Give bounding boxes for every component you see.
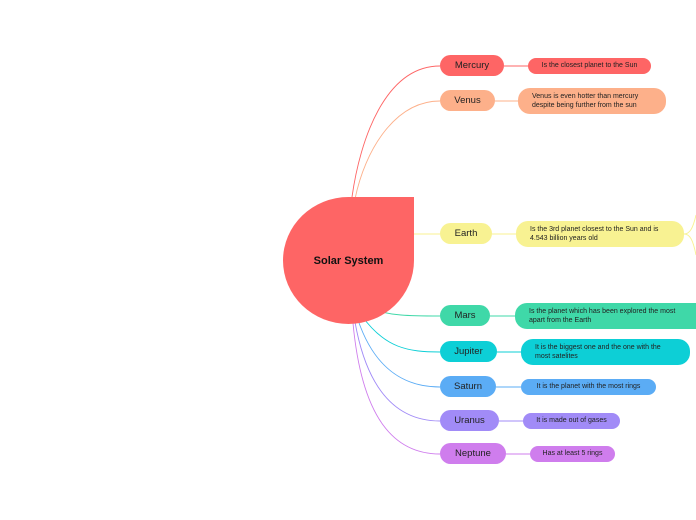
planet-note-mercury[interactable]: Is the closest planet to the Sun [528, 58, 651, 74]
planet-label: Venus [454, 95, 481, 106]
planet-node-saturn[interactable]: Saturn [440, 376, 496, 397]
planet-node-venus[interactable]: Venus [440, 90, 495, 111]
note-text: Has at least 5 rings [542, 450, 603, 458]
planet-note-earth[interactable]: Is the 3rd planet closest to the Sun and… [516, 221, 684, 247]
planet-node-uranus[interactable]: Uranus [440, 410, 499, 431]
connector-earth-offscreen-2 [683, 233, 696, 256]
planet-label: Saturn [454, 381, 482, 392]
planet-note-saturn[interactable]: It is the planet with the most rings [521, 379, 656, 395]
planet-node-jupiter[interactable]: Jupiter [440, 341, 497, 362]
planet-label: Jupiter [454, 346, 483, 357]
planet-label: Earth [454, 228, 478, 239]
connector-neptune [352, 322, 441, 455]
note-text: Venus is even hotter than mercury despit… [532, 92, 639, 109]
note-text: It is made out of gases [536, 417, 607, 425]
note-text: Is the planet which has been explored th… [529, 307, 676, 324]
planet-note-venus[interactable]: Venus is even hotter than mercury despit… [518, 88, 666, 114]
connector-venus [354, 100, 441, 200]
planet-node-mercury[interactable]: Mercury [440, 55, 504, 76]
planet-note-uranus[interactable]: It is made out of gases [523, 413, 620, 429]
planet-note-mars[interactable]: Is the planet which has been explored th… [515, 303, 696, 329]
note-text: Is the closest planet to the Sun [541, 62, 638, 70]
note-text: It is the planet with the most rings [536, 383, 641, 391]
planet-label: Neptune [455, 448, 491, 459]
note-text: Is the 3rd planet closest to the Sun and… [530, 225, 659, 242]
planet-node-mars[interactable]: Mars [440, 305, 490, 326]
planet-note-neptune[interactable]: Has at least 5 rings [530, 446, 615, 462]
planet-label: Mercury [454, 60, 490, 71]
connector-mercury [351, 65, 441, 198]
planet-label: Uranus [454, 415, 485, 426]
note-text: It is the biggest one and the one with t… [535, 343, 661, 360]
planet-node-earth[interactable]: Earth [440, 223, 492, 244]
planet-note-jupiter[interactable]: It is the biggest one and the one with t… [521, 339, 690, 365]
central-topic-label: Solar System [313, 254, 384, 267]
planet-label: Mars [454, 310, 476, 321]
connector-uranus [354, 321, 441, 422]
connector-earth-offscreen [683, 214, 696, 235]
connector-saturn [357, 319, 441, 388]
planet-node-neptune[interactable]: Neptune [440, 443, 506, 464]
central-topic[interactable]: Solar System [283, 197, 414, 324]
connector-jupiter [361, 315, 441, 353]
